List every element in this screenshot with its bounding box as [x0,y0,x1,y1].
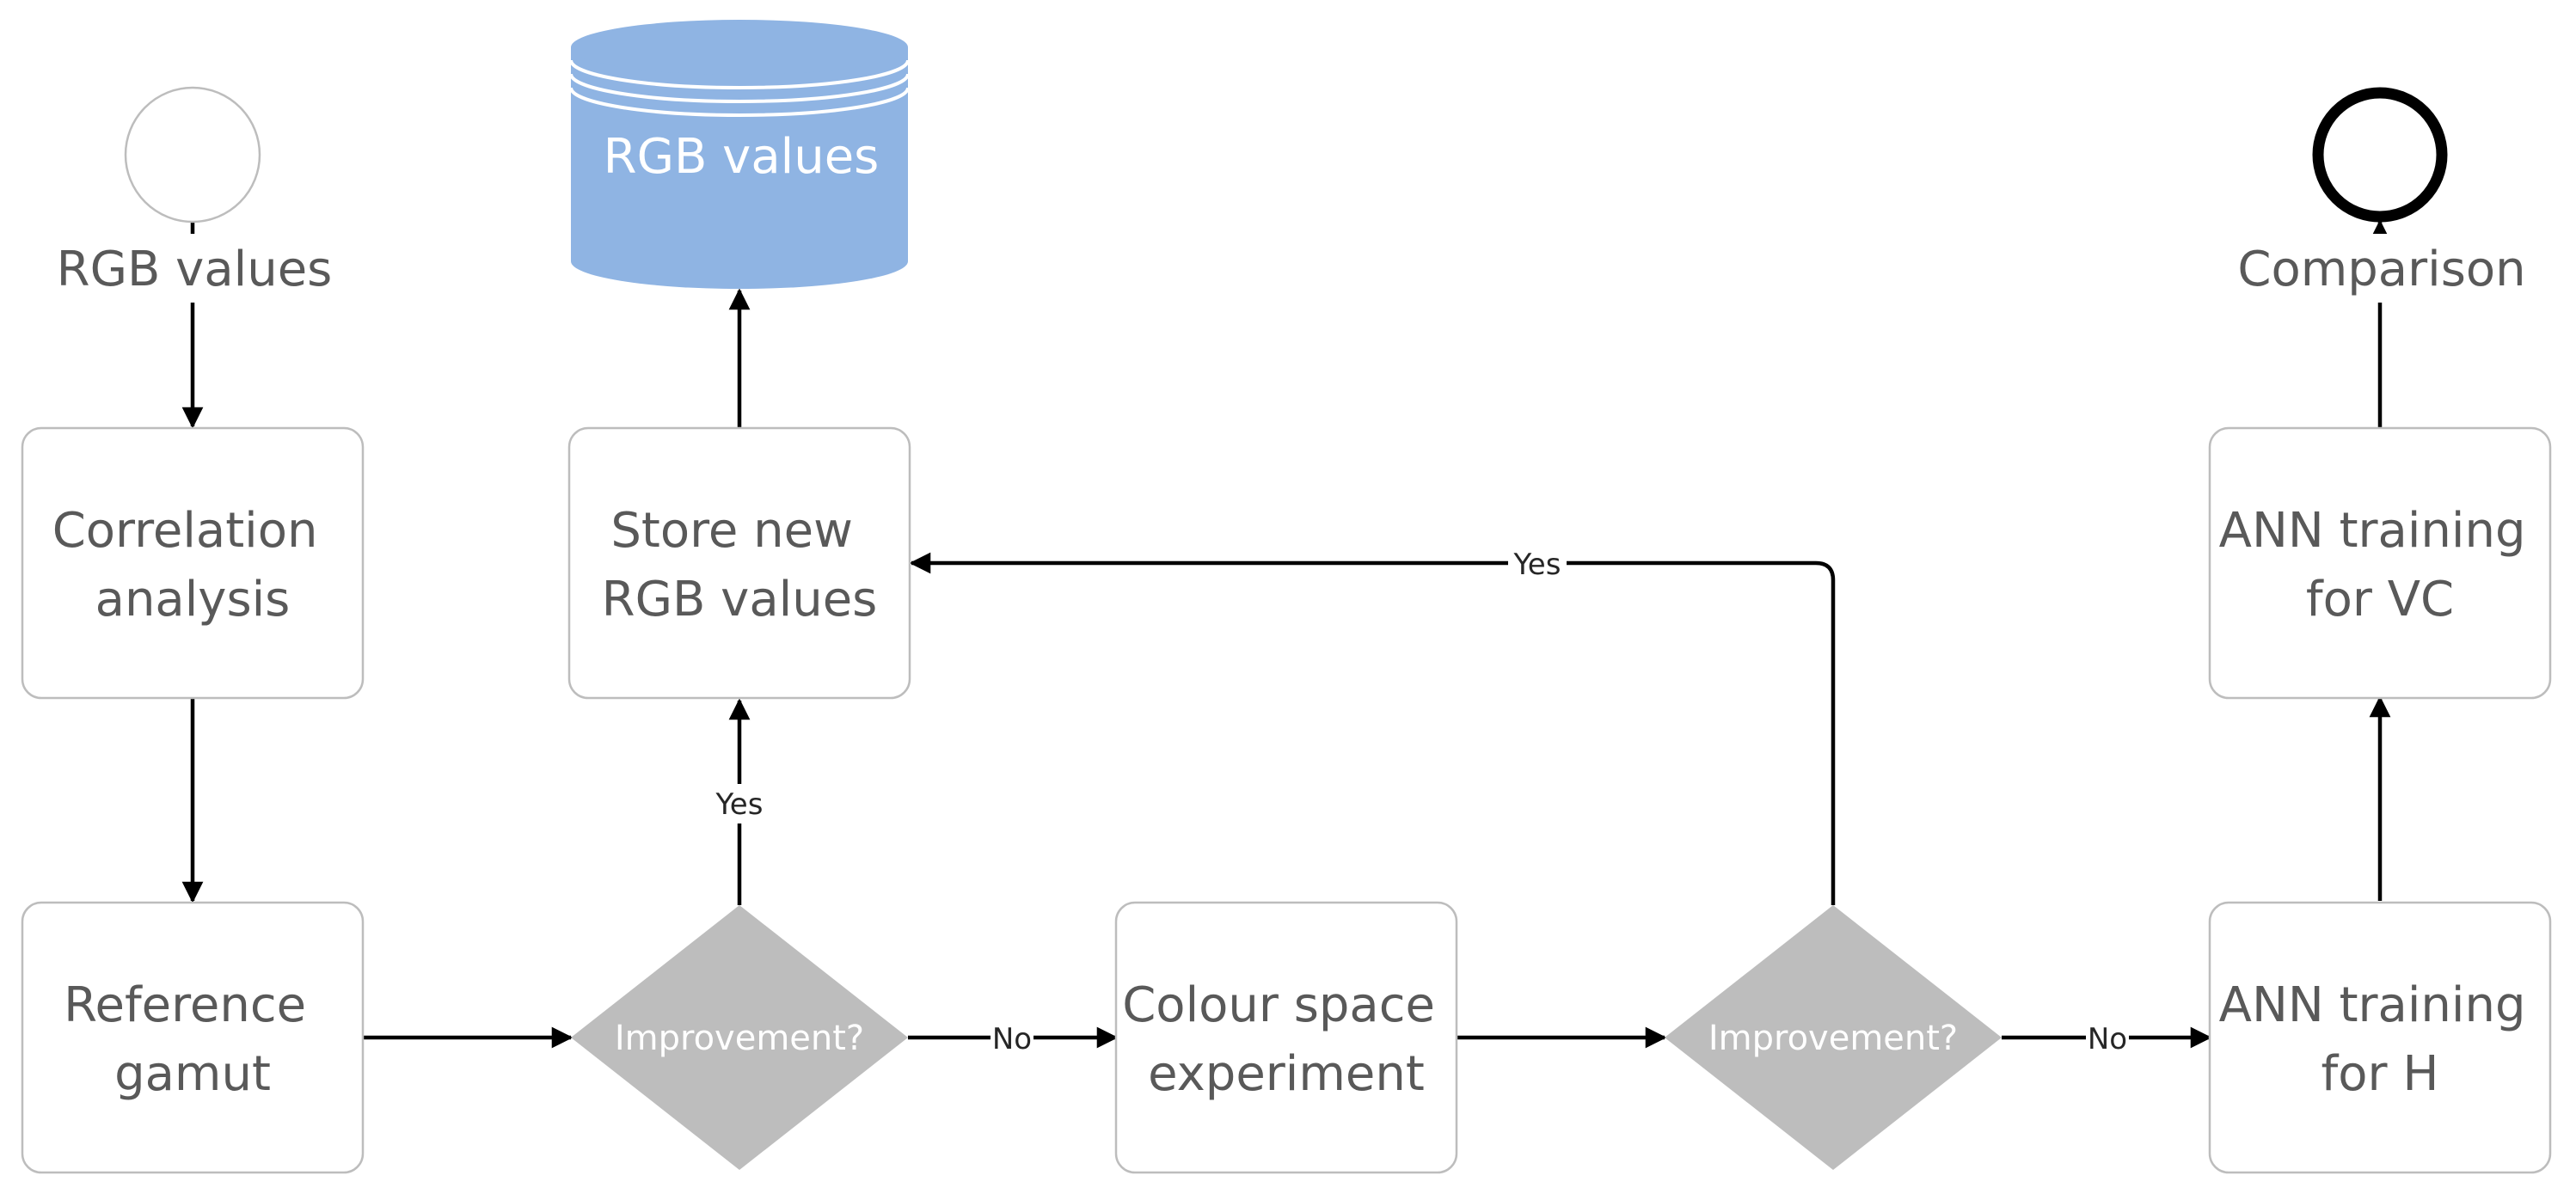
process-correlation-analysis: Correlation analysis [21,426,365,700]
svg-text:ANN training for H: ANN training for H [2219,977,2542,1102]
svg-text:ANN training for VC: ANN training for VC [2219,503,2542,628]
decision-improvement-2: Improvement? [1665,905,2002,1170]
svg-text:Store new RGB values: Store new RGB values [602,503,878,628]
process-ann-training-h: ANN training for H [2208,901,2552,1174]
reference-line1: Reference [64,977,306,1033]
decision1-label: Improvement? [615,1019,864,1058]
svg-text:Correlation analysis: Correlation analysis [52,503,334,628]
colour-space-line1: Colour space [1122,977,1435,1033]
start-event-label: RGB values [57,242,333,297]
correlation-line2: analysis [95,572,291,628]
edge-label-d2-yes: Yes [1513,548,1561,582]
store-line2: RGB values [602,572,878,628]
start-event-circle [124,86,261,223]
arrow-decision2-to-store [909,552,1836,905]
colour-space-line2: experiment [1148,1046,1425,1102]
edge-labels: Yes No Yes No [712,547,2129,1056]
database-store: RGB values [569,20,910,289]
ann-h-line2: for H [2321,1046,2439,1102]
end-event: Comparison [2229,87,2531,303]
ann-vc-line2: for VC [2306,572,2454,628]
end-event-label: Comparison [2237,242,2525,297]
end-event-circle [2312,87,2448,223]
ann-h-line1: ANN training [2219,977,2526,1033]
database-body [571,47,908,289]
edge-label-d2-no: No [2088,1022,2127,1056]
process-colour-space-experiment: Colour space experiment [1114,901,1458,1174]
decision2-label: Improvement? [1708,1019,1958,1058]
database-top [571,20,908,75]
process-reference-gamut: Reference gamut [21,901,365,1174]
svg-text:Colour space experiment: Colour space experiment [1122,977,1451,1102]
edge-label-d1-no: No [992,1022,1032,1056]
database-label: RGB values [604,129,880,185]
reference-line2: gamut [114,1046,271,1102]
store-line1: Store new [610,503,853,559]
ann-vc-line1: ANN training [2219,503,2526,559]
correlation-line1: Correlation [52,503,318,559]
process-store-new-rgb: Store new RGB values [567,426,911,700]
start-event: RGB values [57,86,333,303]
svg-text:Reference gamut: Reference gamut [64,977,322,1102]
decision-improvement-1: Improvement? [571,905,908,1170]
process-ann-training-vc: ANN training for VC [2208,426,2552,700]
edge-label-d1-yes: Yes [715,787,764,822]
